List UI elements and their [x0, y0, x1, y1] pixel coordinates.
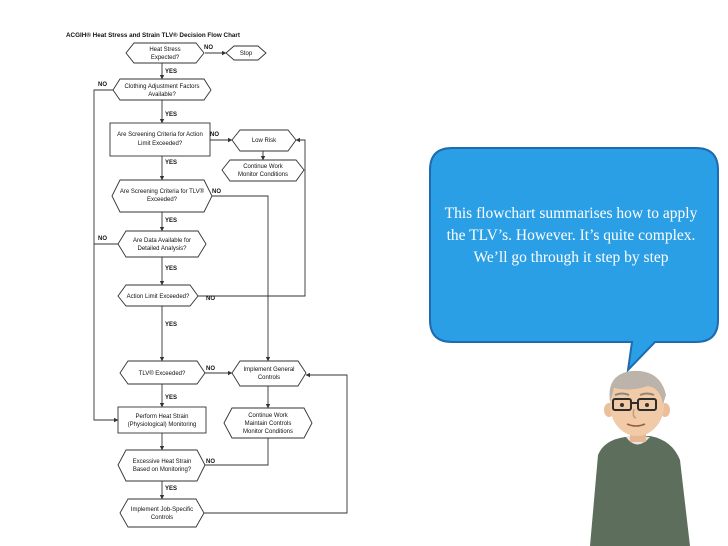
node-text: Maintain Controls	[245, 421, 292, 427]
hair	[609, 370, 666, 404]
node-implement-general-controls: Implement General Controls	[231, 360, 307, 387]
sweater	[590, 436, 690, 546]
node-text: Expected?	[151, 55, 180, 61]
node-text: Controls	[258, 375, 280, 381]
node-excessive-heat-strain: Excessive Heat Strain Based on Monitorin…	[117, 449, 206, 482]
label-yes: YES	[165, 322, 177, 328]
node-text: Heat Stress	[149, 47, 180, 53]
node-text: Continue Work	[248, 413, 289, 419]
label-no: NO	[212, 189, 221, 195]
glasses-icon	[612, 398, 657, 411]
label-no: NO	[206, 459, 215, 465]
node-tlv-exceeded: TLV® Exceeded?	[119, 360, 206, 385]
node-text: Perform Heat Strain	[135, 414, 188, 420]
label-yes: YES	[165, 486, 177, 492]
node-stop: Stop	[225, 45, 267, 61]
node-text: Controls	[151, 515, 173, 521]
label-yes: YES	[165, 112, 177, 118]
flowchart-connectors	[93, 50, 348, 514]
node-text: Limit Exceeded?	[138, 141, 183, 147]
label-no: NO	[206, 296, 215, 302]
label-no: NO	[204, 45, 213, 51]
node-text: Exceeded?	[147, 197, 178, 203]
cartoon-presenter	[590, 370, 690, 546]
label-yes: YES	[165, 218, 177, 224]
node-text: Available?	[148, 92, 176, 98]
node-text: Monitor Conditions	[238, 172, 288, 178]
node-data-available: Are Data Available for Detailed Analysis…	[117, 230, 207, 258]
node-text: Based on Monitoring?	[133, 467, 192, 473]
label-no: NO	[210, 132, 219, 138]
flowchart-branch-labels: YES YES YES YES YES YES YES YES NO NO NO…	[98, 45, 221, 492]
flowchart-title: ACGIH® Heat Stress and Strain TLV® Decis…	[66, 31, 241, 39]
node-implement-job-specific: Implement Job-Specific Controls	[119, 498, 205, 528]
eyebrows	[614, 392, 655, 396]
node-continue-monitor: Continue Work Monitor Conditions	[221, 159, 305, 182]
node-text: Are Data Available for	[133, 238, 191, 244]
speech-bubble	[429, 147, 719, 373]
mouth	[626, 423, 646, 427]
node-text: Implement General	[243, 367, 294, 373]
label-yes: YES	[165, 395, 177, 401]
node-text: Monitor Conditions	[243, 429, 293, 435]
label-no: NO	[98, 236, 107, 242]
node-screening-action-limit: Are Screening Criteria for Action Limit …	[109, 122, 211, 157]
node-text: Implement Job-Specific	[131, 507, 193, 513]
node-text: (Physiological) Monitoring	[128, 422, 197, 428]
label-yes: YES	[165, 160, 177, 166]
node-screening-tlv: Are Screening Criteria for TLV® Exceeded…	[111, 179, 213, 213]
node-text: Stop	[240, 51, 253, 57]
node-text: Low Risk	[252, 138, 277, 144]
node-text: Clothing Adjustment Factors	[124, 84, 199, 90]
label-no: NO	[206, 366, 215, 372]
node-action-limit-exceeded: Action Limit Exceeded?	[117, 284, 199, 307]
speech-bubble-text: This flowchart summarises how to apply t…	[444, 205, 698, 266]
node-text: Are Screening Criteria for TLV®	[120, 188, 205, 195]
node-low-risk: Low Risk	[231, 129, 297, 152]
label-yes: YES	[165, 266, 177, 272]
node-continue-maintain: Continue Work Maintain Controls Monitor …	[223, 407, 313, 439]
speech-bubble-shape	[429, 147, 719, 373]
node-text: Excessive Heat Strain	[133, 459, 192, 465]
heat-stress-flowchart: ACGIH® Heat Stress and Strain TLV® Decis…	[66, 31, 348, 528]
node-heat-stress-expected: Heat Stress Expected?	[125, 42, 205, 64]
label-yes: YES	[165, 69, 177, 75]
label-no: NO	[98, 82, 107, 88]
node-text: Are Screening Criteria for Action	[117, 132, 203, 138]
nose	[632, 408, 637, 419]
node-text: Detailed Analysis?	[137, 246, 187, 252]
node-text: Continue Work	[243, 164, 284, 170]
node-text: Action Limit Exceeded?	[127, 294, 190, 300]
node-text: TLV® Exceeded?	[139, 370, 186, 377]
node-clothing-adjustment: Clothing Adjustment Factors Available?	[112, 78, 212, 101]
node-perform-heat-strain: Perform Heat Strain (Physiological) Moni…	[117, 406, 207, 434]
